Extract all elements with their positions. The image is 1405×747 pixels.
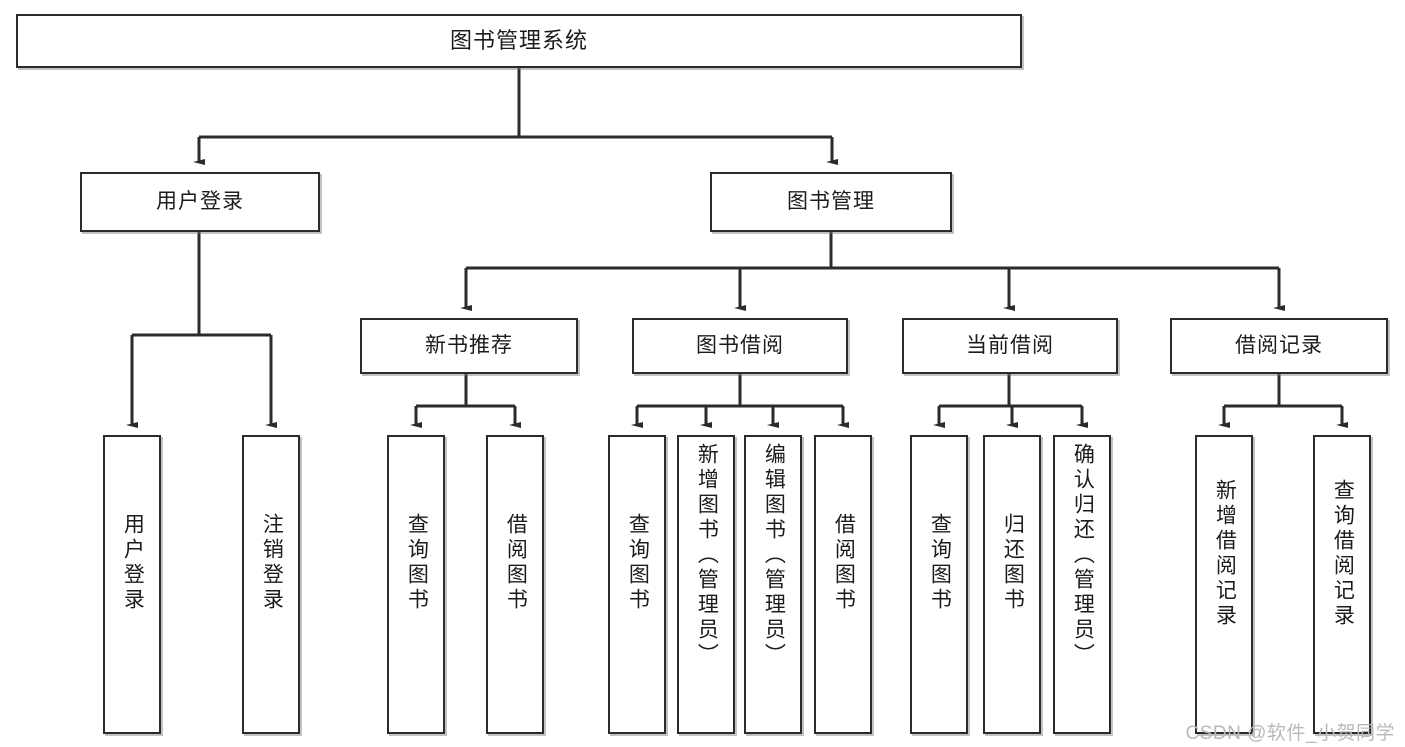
node-leaf-confirm-return-label: 确认归还（管理员）: [1071, 443, 1095, 668]
node-leaf-logout[interactable]: 注销登录: [242, 435, 300, 734]
node-leaf-add-book-label: 新增图书（管理员）: [695, 443, 719, 668]
node-leaf-query-book-1-label: 查询图书: [405, 513, 429, 613]
node-leaf-return-book[interactable]: 归还图书: [983, 435, 1041, 734]
node-leaf-query-record[interactable]: 查询借阅记录: [1313, 435, 1371, 734]
node-leaf-edit-book[interactable]: 编辑图书（管理员）: [744, 435, 802, 734]
csdn-watermark: CSDN @软件_小贺同学: [1185, 723, 1395, 744]
node-leaf-return-book-label: 归还图书: [1001, 513, 1025, 613]
node-leaf-user-login[interactable]: 用户登录: [103, 435, 161, 734]
node-leaf-logout-label: 注销登录: [260, 513, 284, 613]
node-root-label: 图书管理系统: [449, 28, 588, 54]
node-book-manage-label: 图书管理: [787, 189, 875, 213]
node-book-manage[interactable]: 图书管理: [710, 172, 952, 232]
node-leaf-query-record-label: 查询借阅记录: [1331, 479, 1355, 629]
node-leaf-user-login-label: 用户登录: [121, 513, 145, 613]
node-leaf-add-book[interactable]: 新增图书（管理员）: [677, 435, 735, 734]
node-leaf-query-book-3[interactable]: 查询图书: [910, 435, 968, 734]
node-user-login-label: 用户登录: [156, 189, 244, 213]
node-user-login[interactable]: 用户登录: [80, 172, 320, 232]
node-borrow-record-label: 借阅记录: [1235, 333, 1323, 357]
node-current-borrow[interactable]: 当前借阅: [902, 318, 1118, 374]
node-new-book-rec[interactable]: 新书推荐: [360, 318, 578, 374]
node-borrow-record[interactable]: 借阅记录: [1170, 318, 1388, 374]
node-leaf-confirm-return[interactable]: 确认归还（管理员）: [1053, 435, 1111, 734]
node-book-borrow[interactable]: 图书借阅: [632, 318, 848, 374]
node-leaf-borrow-book-2-label: 借阅图书: [832, 513, 856, 613]
node-leaf-add-record[interactable]: 新增借阅记录: [1195, 435, 1253, 734]
node-leaf-edit-book-label: 编辑图书（管理员）: [762, 443, 786, 668]
node-leaf-query-book-1[interactable]: 查询图书: [387, 435, 445, 734]
node-leaf-query-book-3-label: 查询图书: [928, 513, 952, 613]
node-leaf-borrow-book-1-label: 借阅图书: [504, 513, 528, 613]
node-leaf-borrow-book-1[interactable]: 借阅图书: [486, 435, 544, 734]
node-current-borrow-label: 当前借阅: [966, 333, 1054, 357]
node-leaf-borrow-book-2[interactable]: 借阅图书: [814, 435, 872, 734]
node-root[interactable]: 图书管理系统: [16, 14, 1022, 68]
node-leaf-query-book-2-label: 查询图书: [626, 513, 650, 613]
node-new-book-rec-label: 新书推荐: [425, 333, 513, 357]
node-leaf-add-record-label: 新增借阅记录: [1213, 479, 1237, 629]
node-leaf-query-book-2[interactable]: 查询图书: [608, 435, 666, 734]
node-book-borrow-label: 图书借阅: [696, 333, 784, 357]
